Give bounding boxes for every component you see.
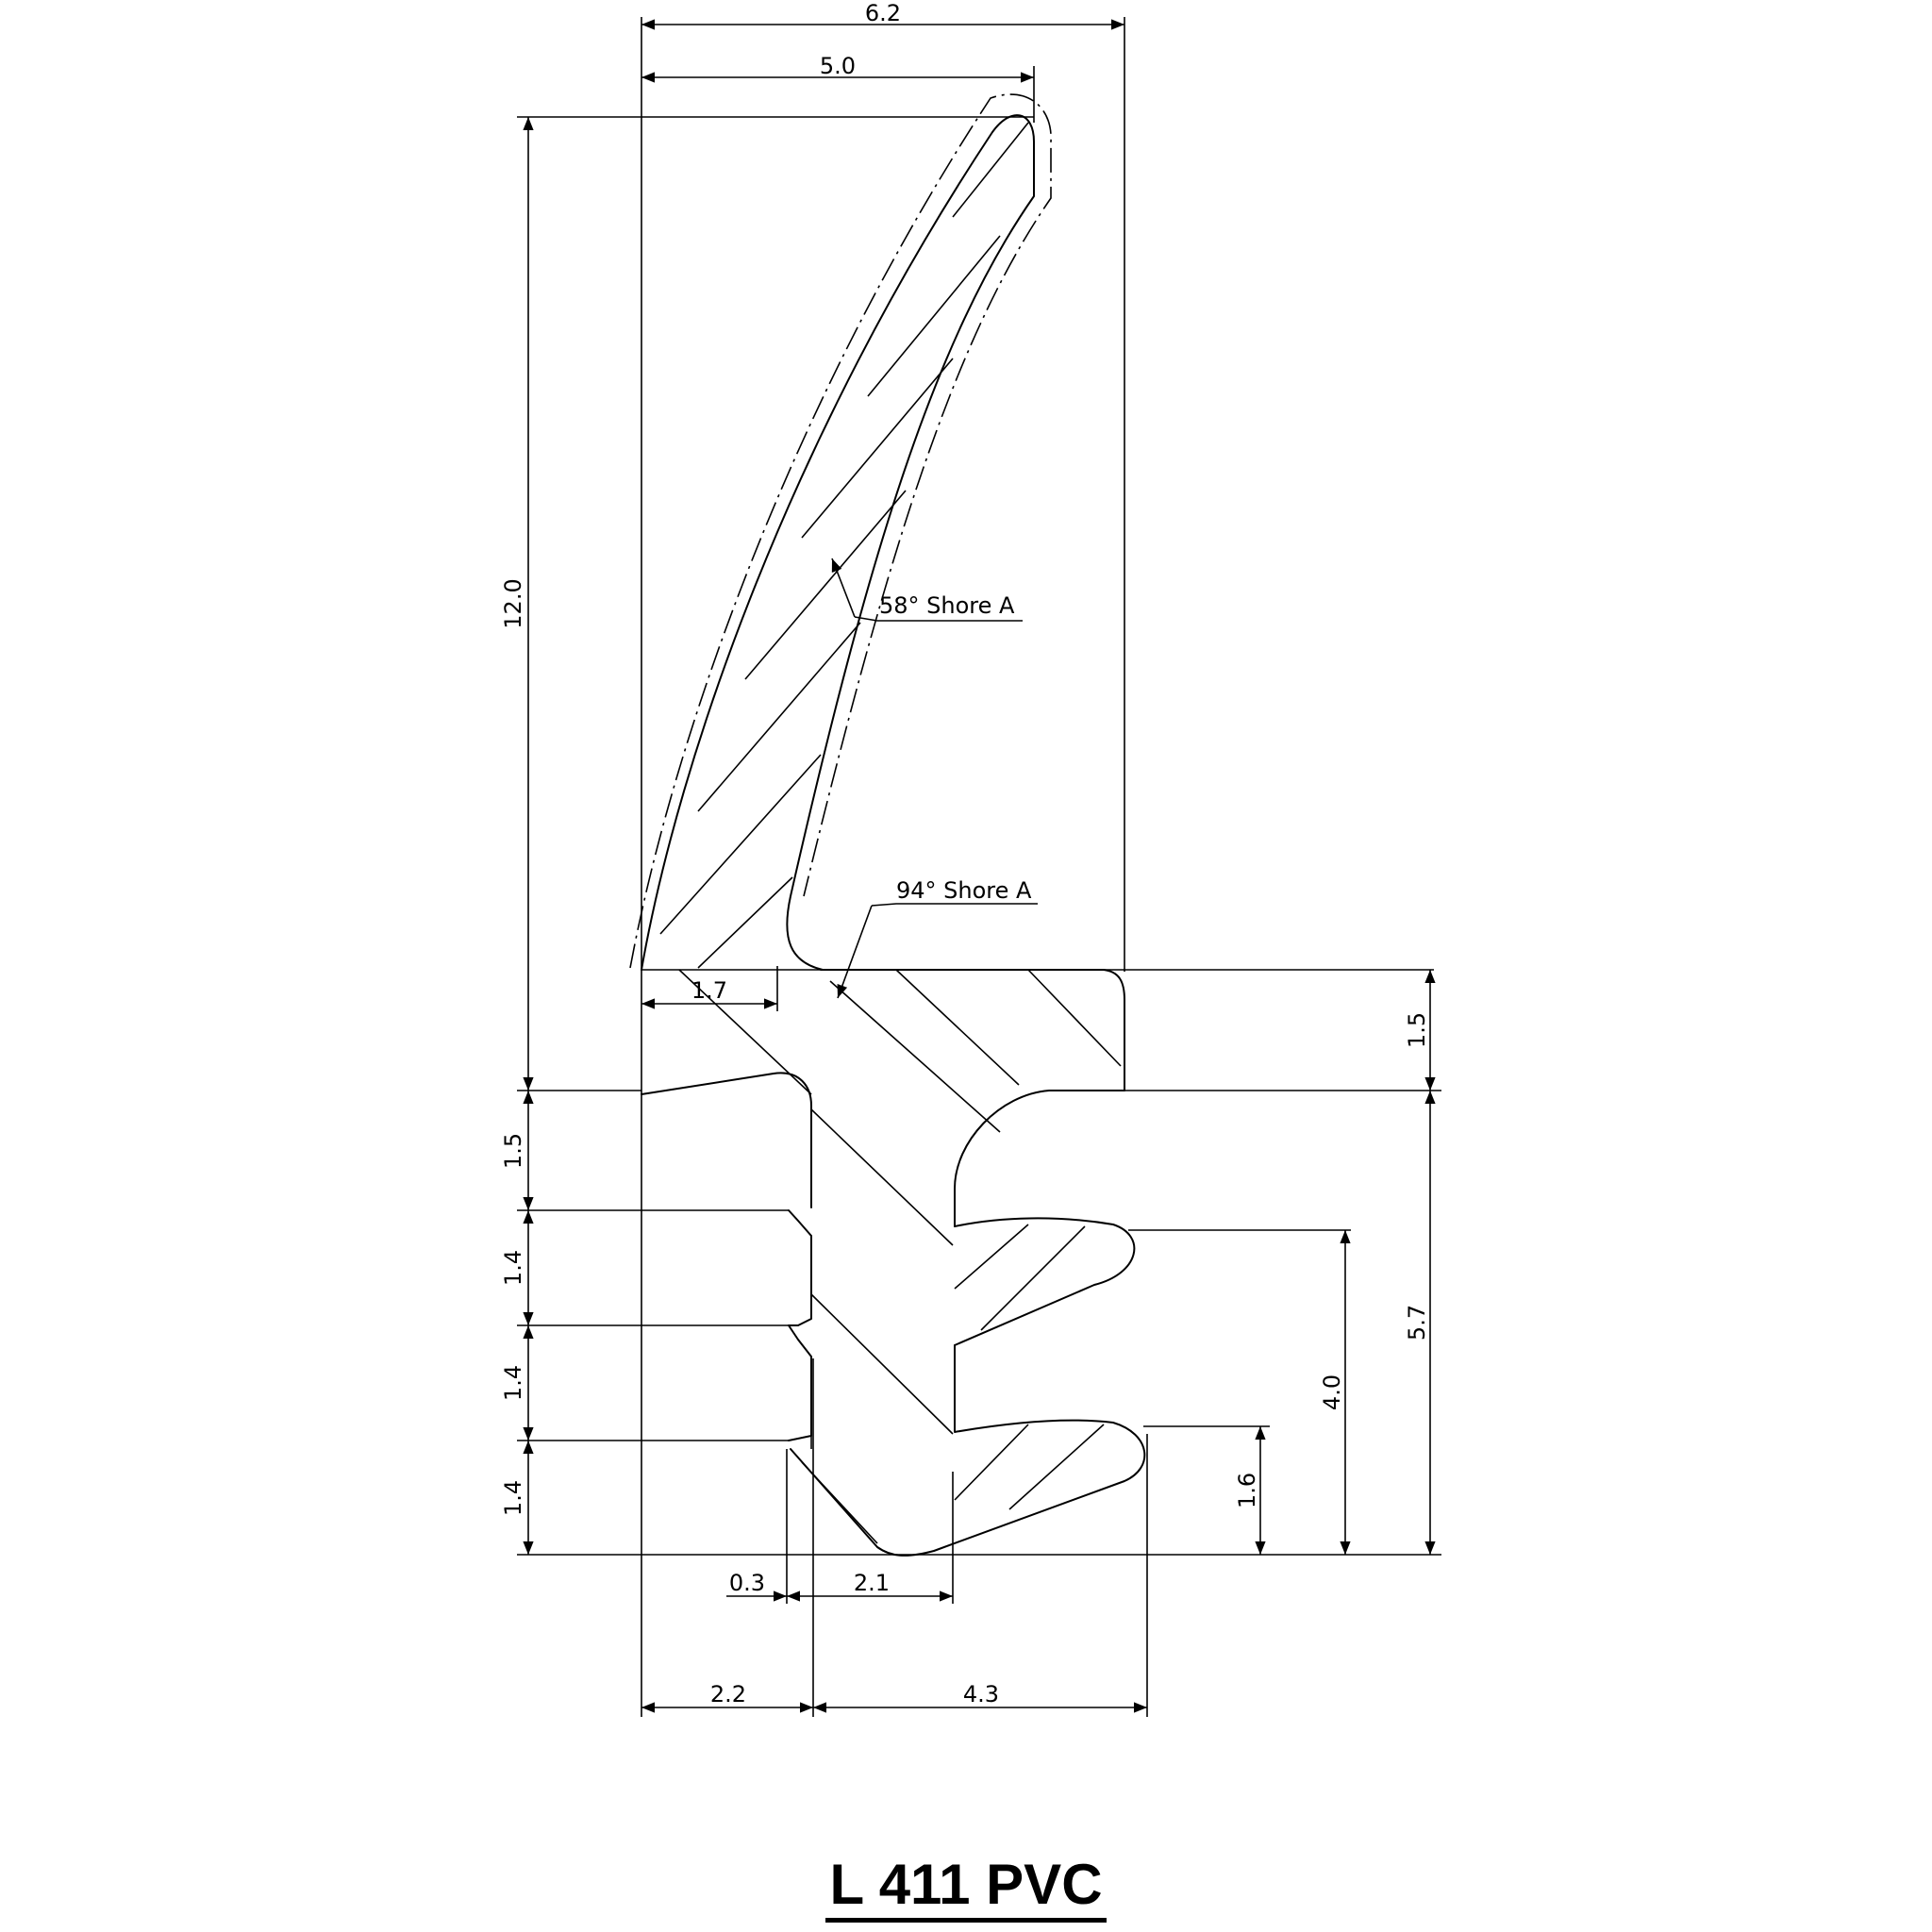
dim-overall-width: 6.2 <box>865 0 901 26</box>
sealing-lip <box>629 93 1052 971</box>
dimension-lines <box>523 19 1436 1713</box>
base-profile <box>641 969 1146 1557</box>
note-lip-material: 58° Shore A <box>879 592 1015 619</box>
dim-gap-small: 0.3 <box>729 1570 765 1596</box>
dim-top-step: 1.5 <box>1404 1012 1430 1048</box>
dim-left-width: 2.2 <box>710 1681 746 1707</box>
base-hatching <box>678 969 1122 1544</box>
dim-left-4: 1.4 <box>500 1480 526 1516</box>
dim-fin-lower: 1.6 <box>1234 1473 1260 1508</box>
dim-overall-height: 12.0 <box>500 578 526 628</box>
dim-left-2: 1.4 <box>500 1250 526 1286</box>
dim-left-3: 1.4 <box>500 1365 526 1401</box>
dim-groove-depth: 5.7 <box>1404 1305 1430 1341</box>
dim-lip-width: 5.0 <box>820 53 856 79</box>
lip-hatching <box>659 122 1029 969</box>
extension-lines <box>517 17 1441 1717</box>
profile-title: L 411 PVC <box>0 1853 1932 1923</box>
note-base-material: 94° Shore A <box>896 877 1032 904</box>
dim-lip-foot: 1.7 <box>691 977 727 1004</box>
material-notes: 58° Shore A 94° Shore A <box>831 558 1038 999</box>
dim-left-1: 1.5 <box>500 1133 526 1169</box>
dim-neck: 2.1 <box>854 1570 890 1596</box>
dim-fin-upper: 4.0 <box>1319 1374 1345 1410</box>
dim-right-width: 4.3 <box>963 1681 999 1707</box>
profile-title-text: L 411 PVC <box>825 1853 1107 1923</box>
dimension-labels: 6.2 5.0 12.0 1.7 1.5 5.7 1.5 1.4 1.4 1.4… <box>500 0 1430 1707</box>
